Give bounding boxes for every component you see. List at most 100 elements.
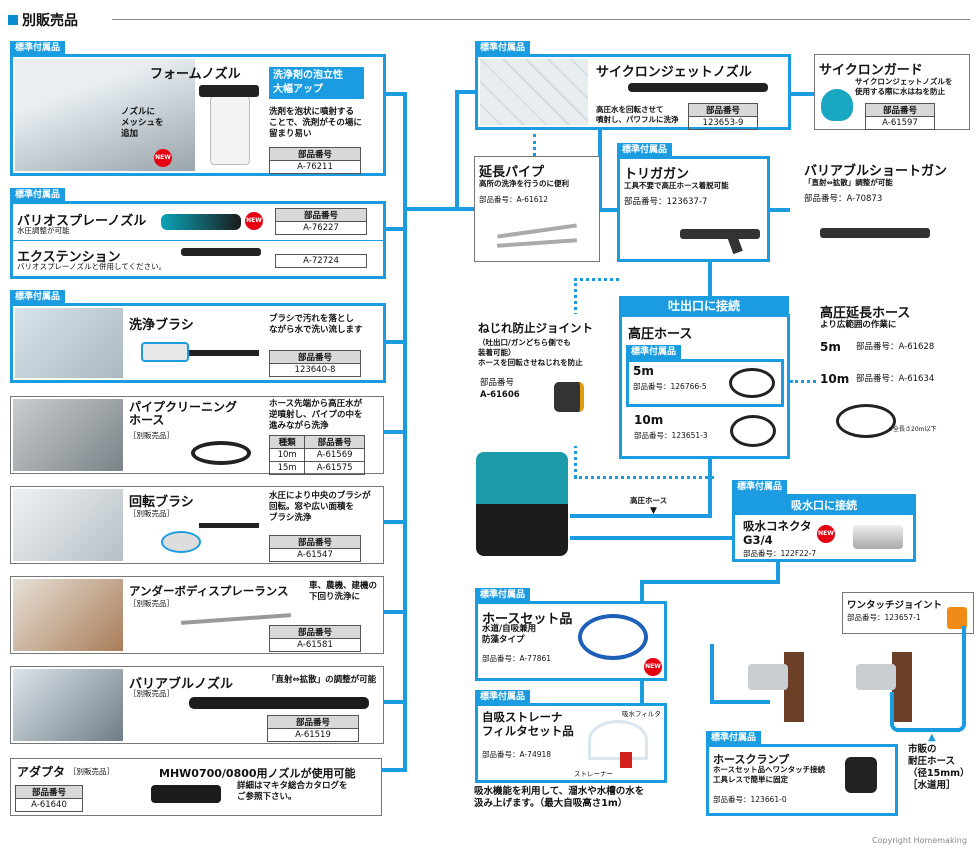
joint-image xyxy=(554,382,584,412)
product-title: 自吸ストレーナ フィルタセット品 xyxy=(482,710,574,738)
sold-separately: ［別販売品］ xyxy=(129,689,174,698)
extension-sub: バリオスプレーノズルと併用してください。 xyxy=(17,262,167,271)
strainer-tube-image xyxy=(588,720,648,760)
onetouch-joint-card[interactable]: ワンタッチジョイント 部品番号：123657-1 xyxy=(842,592,974,634)
tile-photo xyxy=(480,59,588,125)
product-title: バリアブルノズル xyxy=(129,677,234,692)
pipe-photo xyxy=(13,399,123,471)
section-title: 別販売品 xyxy=(22,13,78,29)
length: 5m xyxy=(820,340,841,354)
arrow-up-icon: ▲ xyxy=(928,732,936,743)
product-title: バリオスプレーノズル xyxy=(17,214,147,229)
pn-value: A-76211 xyxy=(269,160,361,174)
product-desc: 高所の洗浄を行うのに便利 xyxy=(479,179,569,188)
product-title: 高圧ホース xyxy=(628,327,693,342)
connector xyxy=(384,92,406,96)
part-number: 部品番号：A-77861 xyxy=(482,654,552,663)
product-desc: ホース先端から高圧水が 逆噴射し、パイプの中を 進みながら洗浄 xyxy=(269,399,363,431)
col-header: 部品番号 xyxy=(304,435,365,449)
hose-coil-image xyxy=(729,368,775,398)
pn-label: 部品番号 xyxy=(269,147,361,161)
header-divider xyxy=(112,19,970,20)
connector xyxy=(768,208,790,212)
rotary-photo xyxy=(13,489,123,561)
product-title: 洗浄ブラシ xyxy=(129,318,194,333)
pn-label: 部品番号 xyxy=(267,715,359,729)
pn-label: 部品番号 xyxy=(269,625,361,639)
hose-set-card[interactable]: ホースセット品 水道/自吸兼用 防藻タイプ 部品番号：A-77861 NEW xyxy=(475,601,667,681)
product-title: アダプタ xyxy=(17,765,66,779)
strainer-label: ストレーナー xyxy=(574,770,613,778)
part-number: 部品番号：A-70873 xyxy=(804,194,883,204)
dotted-connector xyxy=(574,476,714,479)
faucet-icon xyxy=(856,664,896,690)
product-desc: （吐出口/ガンどちら側でも 装着可能） ホースを回転させねじれを防止 xyxy=(478,338,583,367)
hose-clamp-card[interactable]: ホースクランプ ホースセット品へワンタッチ接続 工具レスで簡単に固定 部品番号：… xyxy=(706,744,898,816)
connector xyxy=(962,626,966,696)
extension-pipe-card[interactable]: 延長パイプ 高所の洗浄を行うのに便利 部品番号：A-61612 xyxy=(474,156,600,262)
part-number: 部品番号：A-74918 xyxy=(482,750,552,759)
pn-value: A-61547 xyxy=(269,548,361,562)
standard-accessory-tag: 標準付属品 xyxy=(10,41,66,55)
product-title: フォームノズル xyxy=(150,67,241,82)
hp-hose-card[interactable]: 高圧ホース 標準付属品 5m 部品番号：126766-5 10m 部品番号：12… xyxy=(619,314,790,459)
connector xyxy=(384,430,406,434)
pn-label: 部品番号 xyxy=(269,535,361,549)
connector xyxy=(380,768,407,772)
connector xyxy=(384,340,406,344)
pipe-image xyxy=(497,223,577,239)
connector xyxy=(384,227,406,231)
anti-twist-card[interactable]: ねじれ防止ジョイント （吐出口/ガンどちら側でも 装着可能） ホースを回転させね… xyxy=(474,314,600,446)
foam-nozzle-card[interactable]: フォームノズル ノズルに メッシュを 追加 NEW 洗浄剤の泡立性 大幅アップ … xyxy=(10,54,386,176)
rotary-handle-image xyxy=(199,523,259,528)
pn-label: 部品番号 xyxy=(480,378,515,388)
rotary-brush-card[interactable]: 回転ブラシ ［別販売品］ 水圧により中央のブラシが 回転。窓や広い面積を ブラシ… xyxy=(10,486,384,564)
standard-accessory-tag: 標準付属品 xyxy=(475,690,531,704)
connector xyxy=(384,700,406,704)
cyclone-guard-card[interactable]: サイクロンガード サイクロンジェットノズルを 使用する際に水はねを防止 部品番号… xyxy=(814,54,970,130)
connector xyxy=(598,208,618,212)
ext-hose-card[interactable]: 高圧延長ホース より広範囲の作業に 5m 部品番号：A-61628 10m 部品… xyxy=(816,296,970,461)
short-gun-card[interactable]: バリアブルショートガン 「直射⇔拡散」調整が可能 部品番号：A-70873 xyxy=(790,156,970,262)
part-number: A-61606 xyxy=(480,390,520,400)
connector xyxy=(640,580,780,584)
strainer-card[interactable]: 自吸ストレーナ フィルタセット品 部品番号：A-74918 吸水フィルタ ストレ… xyxy=(475,703,667,783)
part-number: 部品番号：123651-3 xyxy=(634,431,708,440)
foam-cap-image xyxy=(199,85,259,97)
pn-value: 123653-9 xyxy=(688,116,758,130)
underbody-lance-card[interactable]: アンダーボディスプレーランス ［別販売品］ 車、農機、建機の 下回り洗浄に 部品… xyxy=(10,576,384,654)
hp-hose-label: 高圧ホース xyxy=(630,496,668,505)
length-note: ※全長さ20m以下 xyxy=(888,426,937,433)
pipe-cleaning-card[interactable]: パイプクリーニング ホース ［別販売品］ ホース先端から高圧水が 逆噴射し、パイ… xyxy=(10,396,384,475)
part-number: 部品番号：126766-5 xyxy=(633,382,707,391)
cell: A-61575 xyxy=(304,461,365,475)
pn-value: A-61640 xyxy=(15,798,83,812)
hose-coil-image xyxy=(578,614,648,660)
tractor-photo xyxy=(13,579,123,651)
connector xyxy=(570,536,732,540)
pn-label: 部品番号 xyxy=(865,103,935,117)
dotted-connector xyxy=(790,380,816,383)
filter-label: 吸水フィルタ xyxy=(622,710,661,718)
standard-accessory-tag: 標準付属品 xyxy=(626,345,682,359)
foam-bottle-image xyxy=(210,93,250,165)
trigger-gun-card[interactable]: トリガガン 工具不要で高圧ホース着脱可能 部品番号：123637-7 xyxy=(617,156,770,262)
pn-value: A-61581 xyxy=(269,638,361,652)
divider xyxy=(13,240,383,241)
part-number: 部品番号：A-61628 xyxy=(856,342,935,352)
pipe-image xyxy=(496,238,578,248)
pn-label: 部品番号 xyxy=(15,785,83,799)
guard-image xyxy=(821,89,853,121)
new-badge: NEW xyxy=(154,149,172,167)
suction-connector-card[interactable]: 吸水口に接続 吸水コネクタ G3/4 NEW 部品番号：122F22-7 xyxy=(732,494,916,562)
